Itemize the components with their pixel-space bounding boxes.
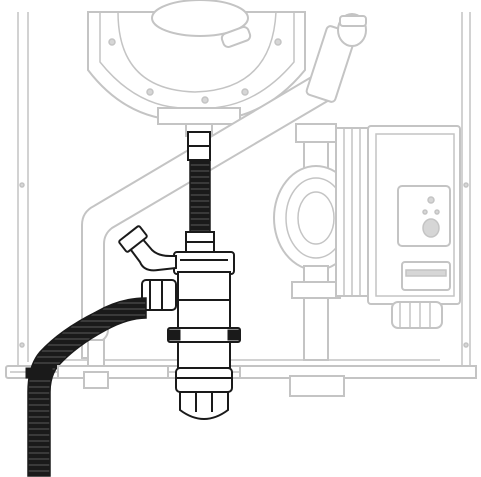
casing-screw bbox=[19, 182, 25, 188]
casing-screw bbox=[463, 182, 469, 188]
corrugated-drain-hose bbox=[185, 131, 215, 253]
burner-fan-hub bbox=[151, 0, 249, 37]
drain-valve-outlet bbox=[83, 371, 109, 389]
burner-bolt bbox=[108, 38, 116, 46]
drain-valve-stem bbox=[87, 339, 105, 369]
indicator-dot-icon bbox=[427, 196, 435, 204]
burner-fan-ring bbox=[117, 11, 277, 93]
speed-selector-icon bbox=[422, 218, 440, 238]
diagonal-pipe-body bbox=[81, 70, 338, 359]
siphon-clamp bbox=[167, 327, 241, 343]
circulation-pump bbox=[273, 123, 369, 397]
pump-bottom-pipe bbox=[303, 265, 329, 283]
diagonal-pipe bbox=[81, 13, 367, 359]
casing-screw bbox=[463, 342, 469, 348]
burner-bolt bbox=[201, 96, 209, 104]
discharge-hose-floor-gap bbox=[25, 367, 53, 379]
terminal-strip bbox=[405, 269, 447, 277]
burner-bolt bbox=[274, 38, 282, 46]
casing-floor-overlay bbox=[57, 365, 477, 397]
electrical-box-panel bbox=[375, 133, 455, 297]
floor-segment bbox=[57, 365, 169, 379]
electrical-box-label-plate bbox=[397, 185, 451, 247]
pump-electrical-box bbox=[367, 125, 461, 329]
condensate-siphon bbox=[118, 225, 235, 420]
pump-outlet-fitting bbox=[289, 375, 345, 397]
clamp-screw-left bbox=[167, 329, 181, 341]
siphon-top-cap bbox=[173, 251, 235, 275]
pump-top-fitting bbox=[295, 123, 337, 143]
pump-volute-core bbox=[297, 191, 335, 245]
siphon-bottom-ring bbox=[175, 367, 233, 393]
discharge-hose bbox=[25, 297, 147, 477]
siphon-inlet-cap bbox=[118, 225, 148, 253]
indicator-dot-icon bbox=[434, 209, 440, 215]
burner-base-flange bbox=[157, 107, 241, 125]
burner-fan-unit bbox=[87, 0, 306, 137]
siphon-bottom-bowl bbox=[179, 391, 229, 420]
discharge-hose-body bbox=[27, 297, 147, 477]
siphon-body bbox=[177, 271, 231, 369]
pump-bottom-fitting bbox=[291, 281, 341, 299]
burner-igniter bbox=[220, 26, 252, 48]
indicator-dot-icon bbox=[422, 209, 428, 215]
hose-corrugated-section bbox=[189, 159, 211, 233]
diagonal-pipe-cap bbox=[339, 15, 367, 27]
siphon-outlet-elbow bbox=[141, 279, 177, 311]
pump-return-pipe bbox=[303, 297, 329, 361]
burner-bolt bbox=[146, 88, 154, 96]
clamp-screw-right bbox=[227, 329, 241, 341]
casing-screw bbox=[19, 342, 25, 348]
floor-segment bbox=[239, 365, 477, 379]
burner-bolt bbox=[241, 88, 249, 96]
